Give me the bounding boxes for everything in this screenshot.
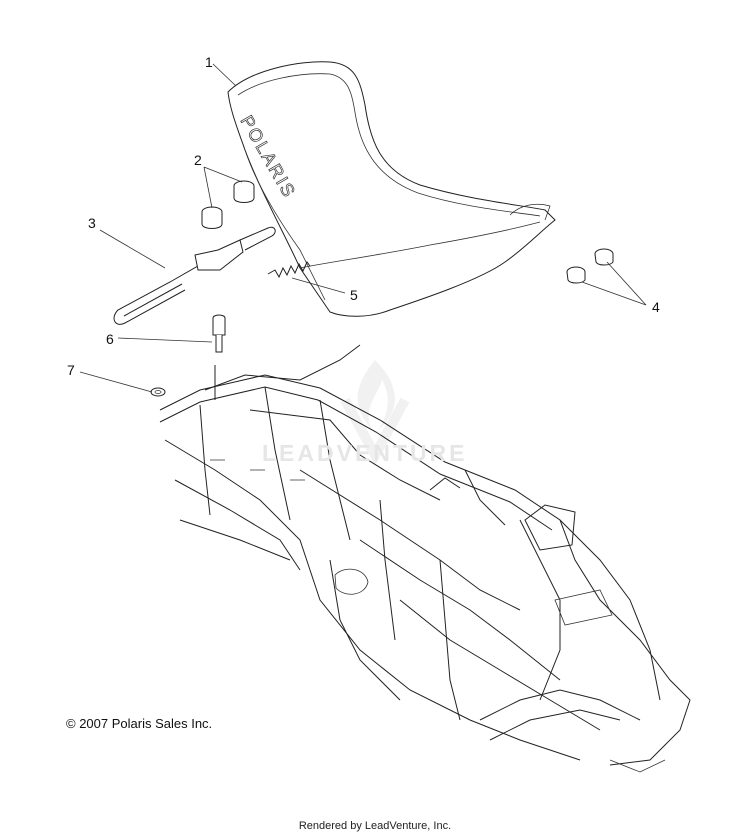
copyright-notice: © 2007 Polaris Sales Inc. [66,716,213,731]
leader-lines [79,63,647,393]
callout-5: 5 [350,287,358,303]
bracket-part-3 [113,226,276,325]
callout-7: 7 [67,362,75,378]
callout-6: 6 [106,331,114,347]
callout-4: 4 [652,299,660,315]
latch-pin-part-6 [212,314,226,353]
watermark-text: LEADVENTURE [262,440,468,466]
callout-1: 1 [205,54,213,70]
washer-part-7 [150,387,166,397]
bumpers-part-2 [201,180,255,229]
grommets-part-4 [566,248,614,284]
callout-2: 2 [194,152,202,168]
callout-3: 3 [88,215,96,231]
seat-part-1: POLARIS [227,61,556,317]
spring-part-5 [267,261,311,279]
frame-assembly [159,344,691,773]
rendered-by-credit: Rendered by LeadVenture, Inc. [298,820,452,832]
